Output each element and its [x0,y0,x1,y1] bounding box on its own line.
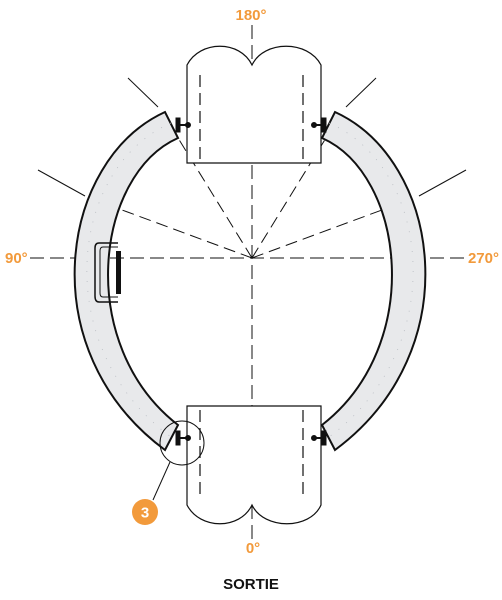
angle-label-180: 180° [235,7,266,24]
hinge-icon [175,430,191,446]
guide-line-mid-left-ext [37,169,86,197]
guide-line-upper-left-ext [127,77,159,108]
detail-marker-number: 3 [141,505,149,522]
angle-label-0: 0° [246,540,260,557]
caption-exit: SORTIE [223,576,279,593]
angle-label-270: 270° [468,250,499,267]
door-left [73,110,180,452]
guide-line-upper-right-ext [345,77,377,108]
door-right [320,110,427,452]
post-top [186,45,322,164]
post-bottom [186,405,322,525]
angle-label-90: 90° [5,250,28,267]
detail-leader [152,461,171,501]
guide-line-mid-right-ext [418,169,467,197]
hinge-icon [311,430,327,446]
detail-marker: 3 [132,499,158,525]
hinge-icon [175,117,191,133]
hinge-icon [311,117,327,133]
handle-icon [94,242,121,303]
guide-line-mid-left [94,199,253,259]
guide-line-mid-right [251,199,410,259]
detail-circle [159,420,205,466]
guide-line-upper-left [169,124,253,259]
